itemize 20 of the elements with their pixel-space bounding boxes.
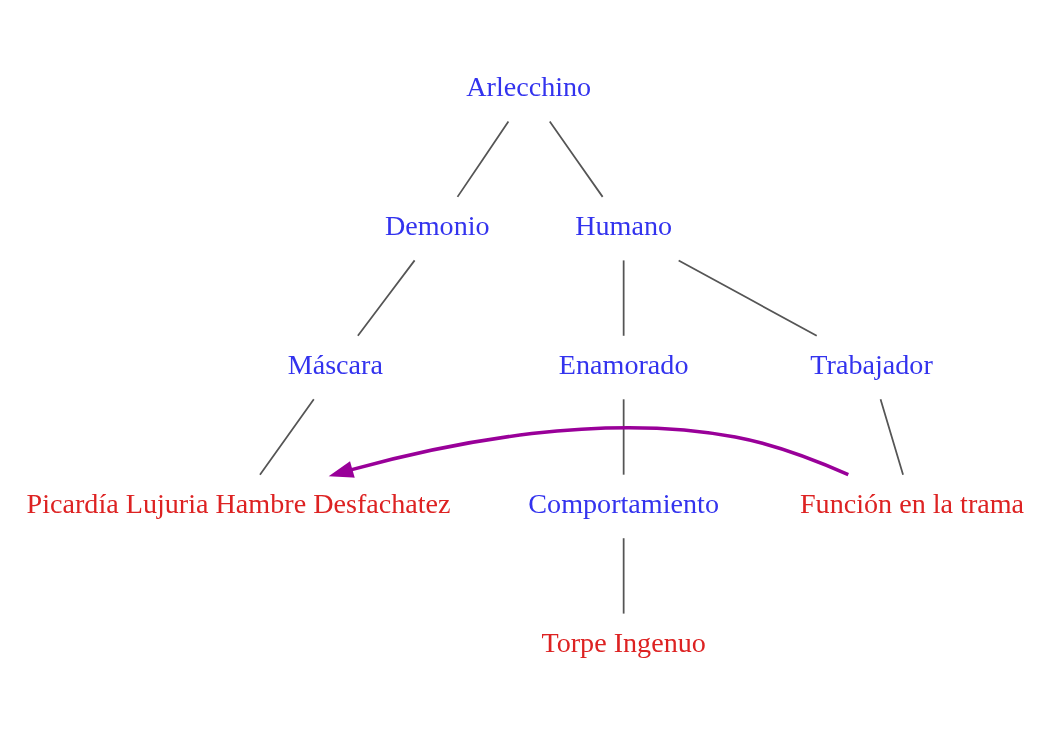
node-text: Trabajador <box>810 348 933 380</box>
node-text: Arlecchino <box>466 70 592 102</box>
node-text: Comportamiento <box>528 487 719 519</box>
node-text: Enamorado <box>558 348 689 380</box>
node-text: Demonio <box>384 209 490 241</box>
arrow <box>328 425 849 478</box>
connector <box>622 397 625 476</box>
connector <box>357 259 416 337</box>
connector <box>548 120 604 198</box>
connector <box>879 397 904 476</box>
connector <box>622 259 625 337</box>
node-text: Humano <box>575 209 673 241</box>
node-text: Función en la trama <box>799 487 1025 519</box>
node-text: Torpe Ingenuo <box>541 626 706 658</box>
connector <box>677 259 818 337</box>
connector <box>259 397 315 476</box>
connector <box>622 536 625 614</box>
node-text: Picardía Lujuria Hambre Desfachatez <box>26 487 451 519</box>
node-text: Máscara <box>287 348 383 380</box>
connector <box>456 120 510 198</box>
